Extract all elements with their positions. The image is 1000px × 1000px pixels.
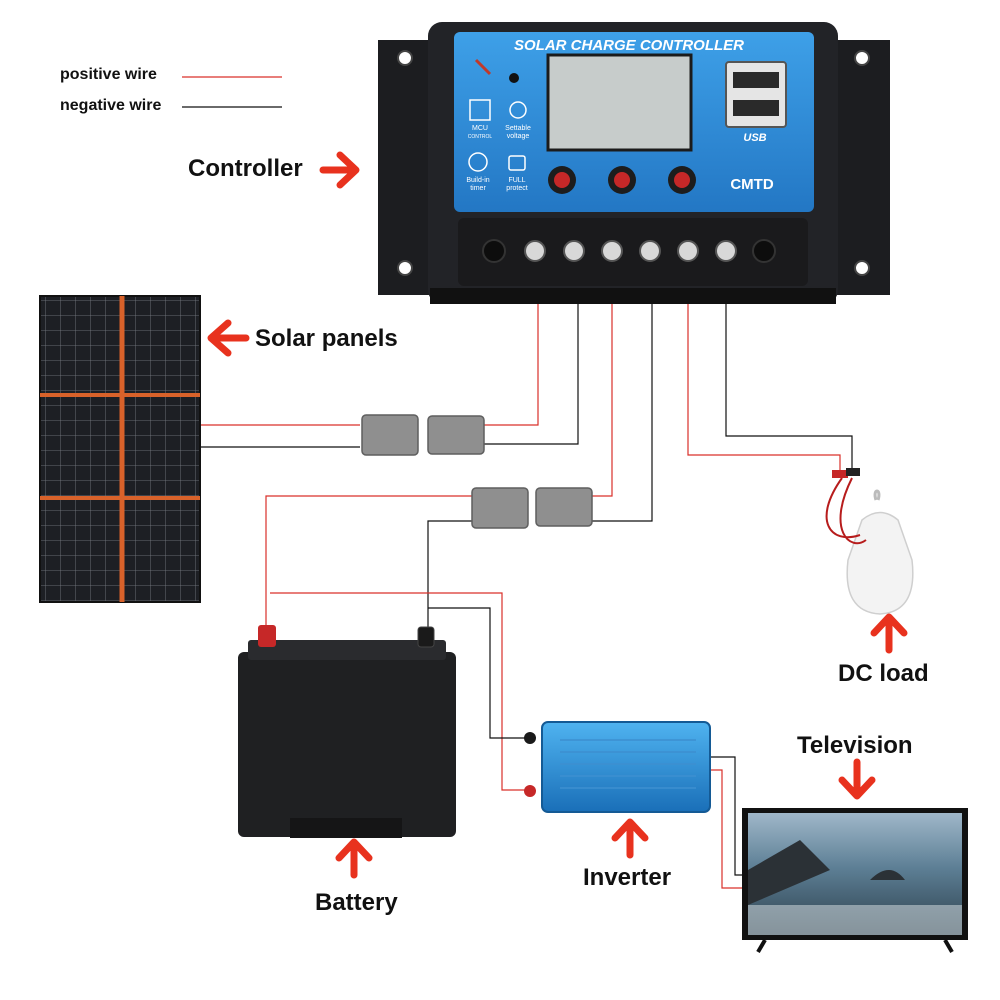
solar-arrow-icon [207,319,250,357]
controller-usb-label: USB [743,132,766,144]
mcu-label-1: MCU [472,125,488,132]
television-label: Television [797,732,913,759]
inverter-arrow-icon [611,818,649,859]
inverter-label: Inverter [583,864,672,891]
full-label-1: FULL [508,177,525,184]
mcu-label-2: CONTROL [468,134,493,140]
wires [200,302,853,889]
full-label-2: protect [506,185,527,192]
dc-load-bulb-image [825,468,914,615]
television-image [742,808,968,954]
timer-label-1: Build-in [466,177,489,184]
anderson-connectors [361,414,593,529]
timer-label-2: timer [470,185,486,192]
solar-panels-label: Solar panels [255,325,398,352]
legend-negative-label: negative wire [60,97,162,114]
battery-arrow-icon [335,838,373,879]
battery-label: Battery [315,889,398,916]
controller-arrow-icon [319,151,360,189]
dc-load-label: DC load [838,660,929,687]
dc-load-arrow-icon [870,613,908,654]
arrows [207,151,908,879]
controller-header: SOLAR CHARGE CONTROLLER [514,37,744,54]
television-arrow-icon [838,758,876,800]
controller-label: Controller [188,155,303,182]
battery-image [238,625,456,838]
charge-controller [378,22,890,304]
legend-positive-label: positive wire [60,66,157,83]
settable-label-2: voltage [507,133,530,140]
inverter-image [524,721,711,813]
solar-panels-image [39,295,201,603]
controller-brand: CMTD [730,176,773,193]
settable-label-1: Settable [505,125,531,132]
